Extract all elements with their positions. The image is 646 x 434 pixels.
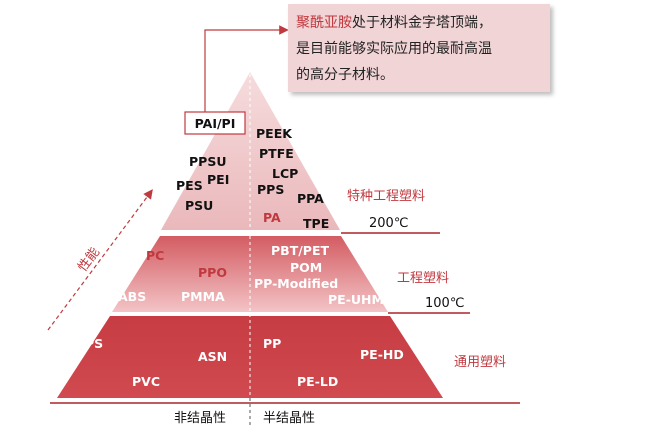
label-psu: PSU bbox=[185, 198, 213, 213]
callout-highlight: 聚酰亚胺 bbox=[296, 15, 352, 31]
label-pvc: PVC bbox=[132, 374, 160, 389]
label-semicrystalline: 半结晶性 bbox=[263, 411, 315, 426]
label-pa: PA bbox=[263, 210, 281, 225]
tier-general-name: 通用塑料 bbox=[454, 355, 506, 370]
label-abs: ABS bbox=[118, 289, 146, 304]
performance-arrow bbox=[47, 189, 153, 331]
callout-box: 聚酰亚胺处于材料金字塔顶端， 是目前能够实际应用的最耐高温 的高分子材料。 bbox=[288, 4, 550, 92]
label-asn: ASN bbox=[198, 349, 227, 364]
label-peek: PEEK bbox=[256, 126, 293, 141]
label-ppsu: PPSU bbox=[189, 154, 226, 169]
temp-100: 100℃ bbox=[425, 296, 464, 311]
callout-line-1-rest: 处于材料金字塔顶端， bbox=[352, 15, 492, 31]
label-pe-hd: PE-HD bbox=[360, 347, 404, 362]
label-pes: PES bbox=[176, 178, 203, 193]
label-pbt-pet: PBT/PET bbox=[271, 243, 329, 258]
callout-connector bbox=[204, 25, 289, 112]
label-amorphous: 非结晶性 bbox=[174, 411, 226, 426]
label-pom: POM bbox=[290, 260, 322, 275]
callout-line-1: 聚酰亚胺处于材料金字塔顶端， bbox=[296, 10, 542, 36]
label-pc: PC bbox=[146, 248, 164, 263]
callout-line-3: 的高分子材料。 bbox=[296, 67, 394, 83]
label-ptfe: PTFE bbox=[259, 146, 294, 161]
label-tpe: TPE bbox=[303, 216, 329, 231]
label-pp-modified: PP-Modified bbox=[254, 276, 338, 291]
label-pp: PP bbox=[263, 336, 281, 351]
label-pei: PEI bbox=[207, 172, 229, 187]
label-lcp: LCP bbox=[272, 166, 298, 181]
label-pe-uhmw: PE-UHMW bbox=[328, 292, 398, 307]
tier-special-name: 特种工程塑料 bbox=[347, 189, 425, 204]
label-pmma: PMMA bbox=[181, 289, 225, 304]
label-ppo: PPO bbox=[198, 265, 227, 280]
label-pe-ld: PE-LD bbox=[297, 374, 338, 389]
label-ppa: PPA bbox=[297, 191, 324, 206]
top-tag-text: PAI/PI bbox=[195, 116, 236, 131]
tier-special-shape bbox=[161, 72, 340, 230]
temp-200: 200℃ bbox=[369, 216, 408, 231]
top-tag-box bbox=[184, 111, 246, 135]
callout-line-2: 是目前能够实际应用的最耐高温 bbox=[296, 41, 492, 57]
tier-engineering-name: 工程塑料 bbox=[397, 271, 449, 286]
label-pps: PPS bbox=[257, 182, 284, 197]
performance-label: 性能 bbox=[75, 245, 103, 275]
label-ps: PS bbox=[85, 336, 103, 351]
